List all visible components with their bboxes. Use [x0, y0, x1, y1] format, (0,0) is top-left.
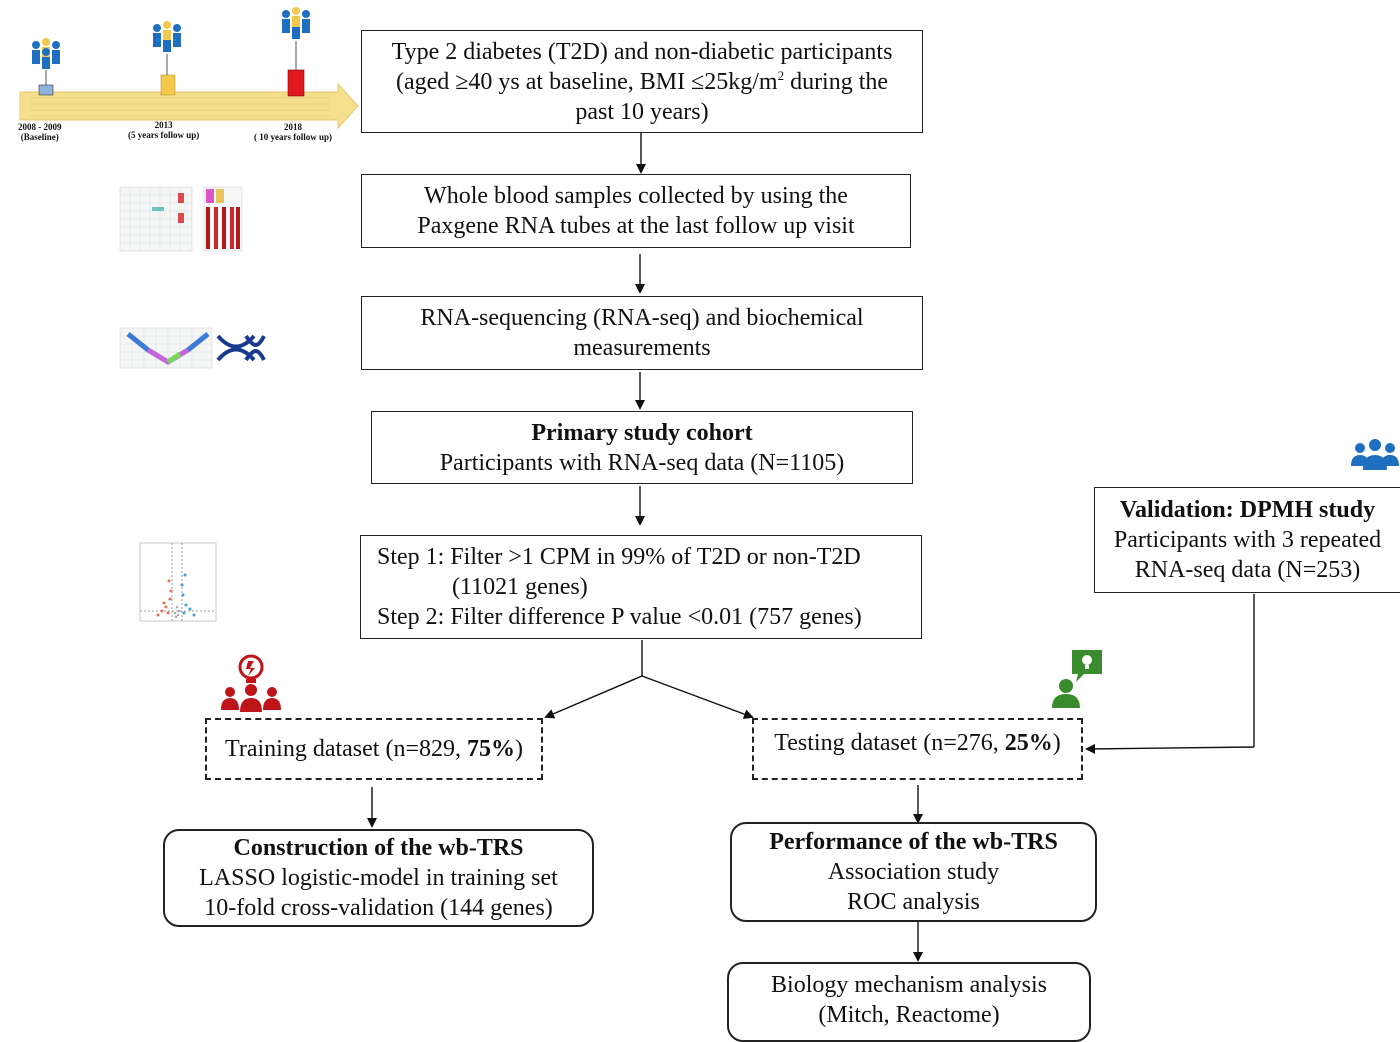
people-cluster-icon-baseline — [32, 38, 60, 85]
people-cluster-icon-10y — [282, 7, 310, 70]
construction-line1: LASSO logistic-model in training set — [199, 865, 558, 891]
people-cluster-icon-5y — [153, 21, 181, 75]
testing-label: Testing dataset (n=276, 25%) — [774, 730, 1061, 756]
baseline-marker — [38, 84, 54, 96]
performance-box: Performance of the wb-TRS Association st… — [730, 822, 1097, 922]
timeline-label-5y: 2013(5 years follow up) — [128, 120, 200, 140]
construction-box: Construction of the wb-TRS LASSO logisti… — [163, 829, 594, 927]
filter-steps-box: Step 1: Filter >1 CPM in 99% of T2D or n… — [360, 535, 922, 639]
primary-title: Primary study cohort — [531, 419, 753, 446]
testing-dataset-box: Testing dataset (n=276, 25%) — [752, 718, 1083, 780]
testing-person-idea-icon — [1052, 650, 1102, 708]
heatmap-thumbnail-icon — [119, 186, 243, 252]
biology-box: Biology mechanism analysis (Mitch, React… — [727, 962, 1091, 1042]
biology-line1: Biology mechanism analysis — [771, 972, 1047, 998]
arrow-split-to-testing — [641, 675, 754, 719]
validation-group-icon — [1351, 439, 1399, 470]
validation-title: Validation: DPMH study — [1119, 497, 1376, 523]
participants-line2: (aged ≥40 ys at baseline, BMI ≤25kg/m2 d… — [395, 67, 889, 95]
biology-line2: (Mitch, Reactome) — [818, 1002, 1000, 1028]
blood-line2: Paxgene RNA tubes at the last follow up … — [417, 213, 855, 239]
validation-box: Validation: DPMH study Participants with… — [1094, 487, 1400, 593]
training-label: Training dataset (n=829, 75%) — [225, 736, 523, 762]
performance-line1: Association study — [827, 859, 1000, 885]
primary-line1: Participants with RNA-seq data (N=1105) — [439, 449, 845, 476]
blood-line1: Whole blood samples collected by using t… — [424, 183, 848, 209]
construction-line2: 10-fold cross-validation (144 genes) — [204, 895, 553, 921]
validation-line1: Participants with 3 repeated — [1113, 527, 1382, 553]
filter-step1: Step 1: Filter >1 CPM in 99% of T2D or n… — [377, 544, 861, 570]
primary-cohort-box: Primary study cohort Participants with R… — [371, 411, 913, 484]
performance-title: Performance of the wb-TRS — [769, 829, 1058, 855]
filter-step2: Step 2: Filter difference P value <0.01 … — [377, 604, 862, 630]
performance-line2: ROC analysis — [847, 889, 980, 915]
five-year-marker — [160, 74, 176, 96]
participants-box: Type 2 diabetes (T2D) and non-diabetic p… — [361, 30, 923, 133]
timeline-illustration — [19, 7, 359, 130]
rnaseq-box: RNA-sequencing (RNA-seq) and biochemical… — [361, 296, 923, 370]
rnaseq-line1: RNA-sequencing (RNA-seq) and biochemical — [420, 305, 864, 331]
filter-step1-genes: (11021 genes) — [452, 574, 588, 600]
sequencing-dna-icon — [119, 327, 266, 369]
timeline-label-10y: 2018( 10 years follow up) — [254, 122, 332, 142]
volcano-plot-thumbnail-icon — [139, 542, 217, 622]
arrow-split-to-training — [544, 675, 643, 719]
training-group-lightbulb-icon — [221, 654, 281, 712]
construction-title: Construction of the wb-TRS — [233, 835, 524, 861]
timeline-label-baseline: 2008 - 2009(Baseline) — [18, 122, 62, 142]
validation-line2: RNA-seq data (N=253) — [1134, 557, 1361, 583]
participants-line3: past 10 years) — [575, 98, 709, 125]
arrow-validation-to-testing — [1085, 743, 1255, 754]
training-dataset-box: Training dataset (n=829, 75%) — [205, 718, 543, 780]
ten-year-marker — [287, 69, 305, 97]
participants-line1: Type 2 diabetes (T2D) and non-diabetic p… — [391, 38, 893, 65]
rnaseq-line2: measurements — [573, 335, 711, 361]
blood-samples-box: Whole blood samples collected by using t… — [361, 174, 911, 248]
timeline-arrow — [19, 82, 359, 130]
